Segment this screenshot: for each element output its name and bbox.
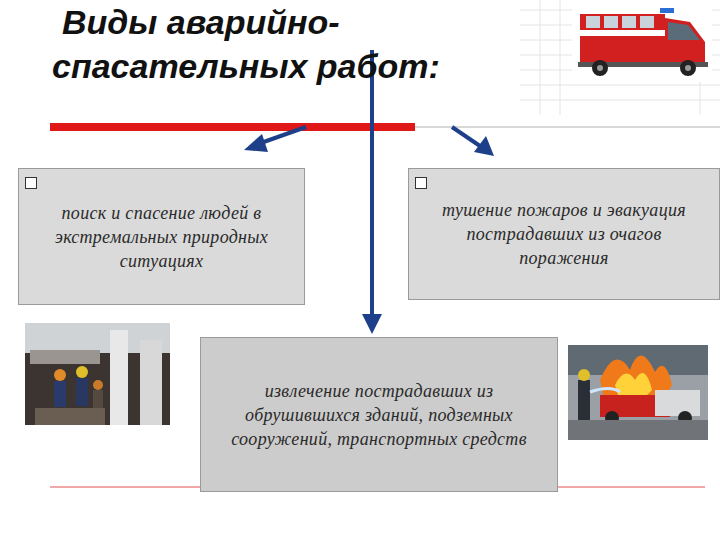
slide-title: Виды аварийно-спасательных работ:	[52, 0, 522, 88]
box-text: поиск и спасение людей в экстремальных п…	[33, 201, 290, 273]
title-bar	[50, 123, 415, 131]
box-text: тушение пожаров и эвакуация пострадавших…	[423, 198, 705, 270]
bullet-square	[25, 177, 37, 189]
box-text: извлечение пострадавших из обрушившихся …	[215, 379, 543, 451]
fire-photo	[568, 345, 708, 440]
text-box: поиск и спасение людей в экстремальных п…	[18, 168, 305, 305]
rescue-photo	[25, 323, 170, 425]
grid	[520, 0, 720, 115]
text-box: тушение пожаров и эвакуация пострадавших…	[408, 168, 720, 300]
text-box: извлечение пострадавших из обрушившихся …	[200, 337, 558, 492]
fire-truck	[572, 0, 712, 82]
bullet-square	[415, 177, 427, 189]
